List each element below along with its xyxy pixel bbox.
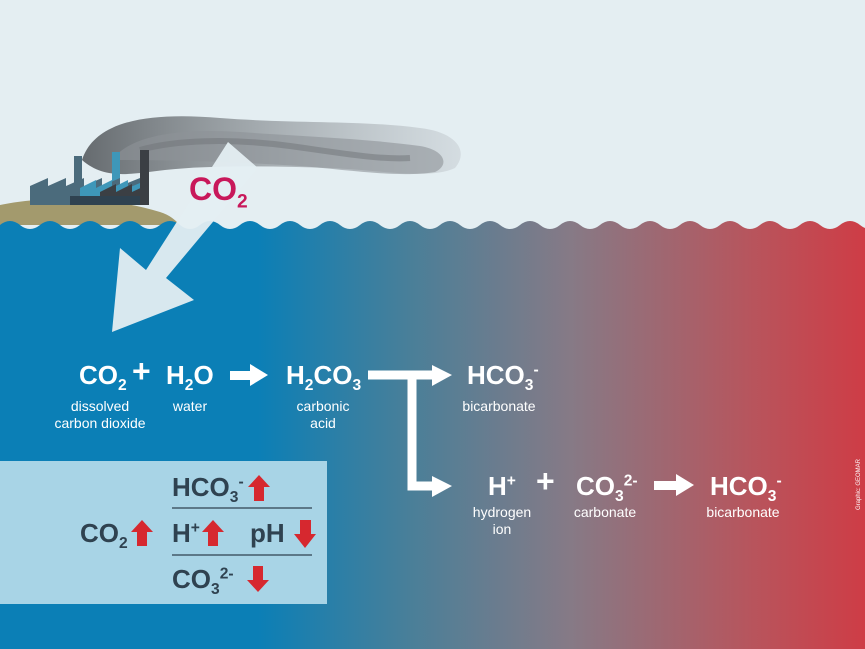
trend-up-arrow-icon [248, 475, 270, 501]
reaction-arrow-icon [230, 364, 268, 386]
trend-down-arrow-icon [247, 566, 269, 592]
panel-h-ion: H+ [172, 518, 200, 548]
water-caption: water [172, 398, 208, 414]
graphic-credit: Graphic: GEOMAR [856, 458, 862, 510]
panel-graphics [131, 475, 316, 592]
water-formula: H2O [166, 360, 214, 395]
carbonate-formula: CO32- [576, 471, 638, 506]
summary-panel: HCO3- CO2 H+ pH CO32- [0, 461, 327, 604]
hydrogen-ion-formula: H+ [488, 471, 516, 501]
smoke-plume-icon [82, 116, 461, 175]
panel-hco3: HCO3- [172, 472, 244, 507]
dissolved-co2-formula: CO2 [79, 360, 127, 395]
panel-co2: CO2 [80, 518, 128, 553]
trend-up-arrow-icon [202, 520, 224, 546]
reaction-arrow-icon [432, 365, 452, 386]
bicarbonate-formula: HCO3- [467, 360, 539, 395]
plus-sign: + [132, 353, 151, 389]
co2-intake-arrow-icon [112, 142, 258, 332]
trend-down-arrow-icon [293, 520, 316, 548]
bicarbonate-caption: bicarbonate [462, 398, 536, 414]
air-co2-label: CO2 [189, 171, 248, 213]
bicarbonate-formula: HCO3- [710, 471, 782, 506]
carbonic-acid-formula: H2CO3 [286, 360, 362, 395]
carbonate-caption: carbonate [573, 504, 637, 520]
reaction-arrow-icon [432, 476, 452, 497]
reaction-arrow-icon [654, 474, 694, 496]
bicarbonate-caption: bicarbonate [706, 504, 780, 520]
plus-sign: + [536, 463, 555, 499]
panel-co3: CO32- [172, 564, 234, 599]
factory-icon [30, 150, 149, 205]
shoreline [0, 198, 180, 225]
panel-ph: pH [250, 518, 285, 548]
trend-up-arrow-icon [131, 520, 153, 546]
